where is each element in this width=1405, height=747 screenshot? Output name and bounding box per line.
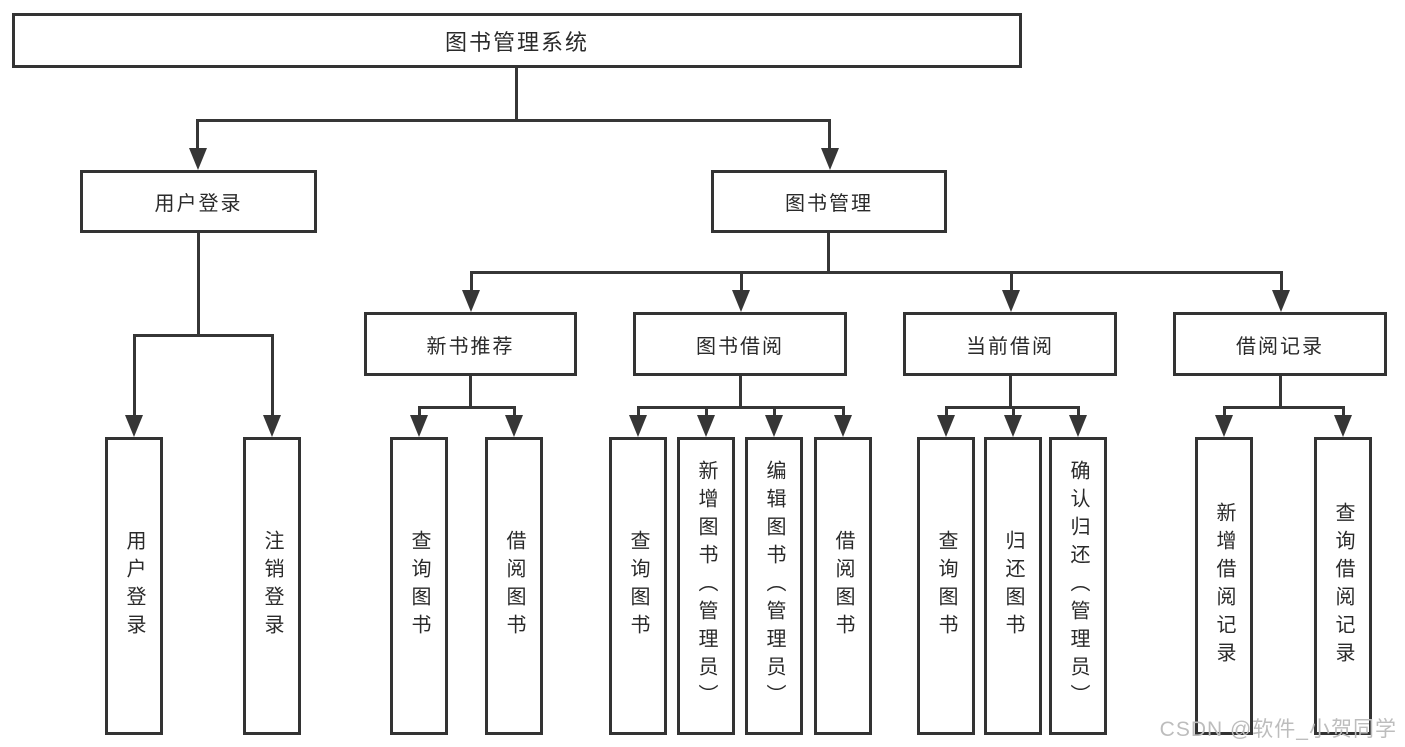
node-user-login: 用户登录 (80, 170, 317, 233)
arrowhead-down-icon (732, 290, 750, 312)
leaf-borrow-book-label: 借阅图书 (832, 530, 854, 642)
connector-line (418, 406, 421, 416)
leaf-borrow-book: 借阅图书 (814, 437, 872, 735)
leaf-current-query-book: 查询图书 (917, 437, 975, 735)
connector-line (133, 334, 136, 416)
leaf-user-login-label: 用户登录 (123, 530, 145, 642)
leaf-query-borrow-record: 查询借阅记录 (1314, 437, 1372, 735)
connector-line (133, 334, 274, 337)
connector-line (271, 334, 274, 416)
arrowhead-down-icon (834, 415, 852, 437)
node-new-book-recommend: 新书推荐 (364, 312, 577, 376)
leaf-newbook-query: 查询图书 (390, 437, 448, 735)
node-book-borrow-label: 图书借阅 (696, 335, 784, 358)
connector-line (470, 271, 1282, 274)
leaf-return-book-label: 归还图书 (1002, 530, 1024, 642)
connector-line (1223, 406, 1226, 416)
connector-line (1279, 376, 1282, 408)
connector-line (827, 233, 830, 273)
connector-line (740, 271, 743, 291)
connector-line (418, 406, 516, 409)
connector-line (773, 406, 776, 416)
arrowhead-down-icon (263, 415, 281, 437)
arrowhead-down-icon (1272, 290, 1290, 312)
node-borrow-record: 借阅记录 (1173, 312, 1387, 376)
leaf-borrow-query-book-label: 查询图书 (627, 530, 649, 642)
connector-line (1223, 406, 1345, 409)
arrowhead-down-icon (937, 415, 955, 437)
leaf-user-login: 用户登录 (105, 437, 163, 735)
leaf-edit-book-admin-label: 编辑图书（管理员） (763, 460, 785, 712)
node-current-borrow: 当前借阅 (903, 312, 1117, 376)
arrowhead-down-icon (1004, 415, 1022, 437)
leaf-add-book-admin: 新增图书（管理员） (677, 437, 735, 735)
leaf-newbook-borrow-label: 借阅图书 (503, 530, 525, 642)
node-user-login-label: 用户登录 (154, 193, 243, 215)
connector-line (197, 233, 200, 336)
connector-line (1077, 406, 1080, 416)
node-new-book-recommend-label: 新书推荐 (426, 335, 515, 358)
leaf-logout-label: 注销登录 (261, 530, 283, 642)
arrowhead-down-icon (629, 415, 647, 437)
connector-line (1280, 271, 1283, 291)
arrowhead-down-icon (189, 148, 207, 170)
node-book-borrow: 图书借阅 (633, 312, 847, 376)
leaf-newbook-query-label: 查询图书 (408, 530, 430, 642)
leaf-query-borrow-record-label: 查询借阅记录 (1332, 502, 1354, 670)
leaf-logout: 注销登录 (243, 437, 301, 735)
connector-line (637, 406, 845, 409)
arrowhead-down-icon (462, 290, 480, 312)
arrowhead-down-icon (1002, 290, 1020, 312)
arrowhead-down-icon (821, 148, 839, 170)
connector-line (1010, 271, 1013, 291)
connector-line (1342, 406, 1345, 416)
connector-line (196, 119, 831, 122)
arrowhead-down-icon (697, 415, 715, 437)
connector-line (637, 406, 640, 416)
node-root: 图书管理系统 (12, 13, 1022, 68)
connector-line (470, 271, 473, 291)
arrowhead-down-icon (765, 415, 783, 437)
leaf-confirm-return-admin: 确认归还（管理员） (1049, 437, 1107, 735)
leaf-return-book: 归还图书 (984, 437, 1042, 735)
leaf-confirm-return-admin-label: 确认归还（管理员） (1067, 460, 1089, 712)
arrowhead-down-icon (1069, 415, 1087, 437)
connector-line (196, 119, 199, 150)
connector-line (705, 406, 708, 416)
leaf-current-query-book-label: 查询图书 (935, 530, 957, 642)
node-current-borrow-label: 当前借阅 (966, 335, 1054, 358)
connector-line (739, 376, 742, 408)
node-root-label: 图书管理系统 (444, 29, 589, 55)
leaf-add-borrow-record-label: 新增借阅记录 (1213, 502, 1235, 670)
arrowhead-down-icon (1215, 415, 1233, 437)
leaf-edit-book-admin: 编辑图书（管理员） (745, 437, 803, 735)
connector-line (842, 406, 845, 416)
connector-line (515, 68, 518, 120)
connector-line (513, 406, 516, 416)
leaf-borrow-query-book: 查询图书 (609, 437, 667, 735)
leaf-newbook-borrow: 借阅图书 (485, 437, 543, 735)
connector-line (1009, 376, 1012, 408)
connector-line (828, 119, 831, 150)
connector-line (945, 406, 948, 416)
arrowhead-down-icon (1334, 415, 1352, 437)
leaf-add-borrow-record: 新增借阅记录 (1195, 437, 1253, 735)
node-borrow-record-label: 借阅记录 (1236, 335, 1324, 358)
connector-line (1012, 406, 1015, 416)
arrowhead-down-icon (410, 415, 428, 437)
arrowhead-down-icon (125, 415, 143, 437)
arrowhead-down-icon (505, 415, 523, 437)
node-book-management-label: 图书管理 (785, 193, 873, 215)
node-book-management: 图书管理 (711, 170, 947, 233)
csdn-watermark: CSDN @软件_小贺同学 (1159, 718, 1397, 741)
leaf-add-book-admin-label: 新增图书（管理员） (695, 460, 717, 712)
connector-line (469, 376, 472, 408)
